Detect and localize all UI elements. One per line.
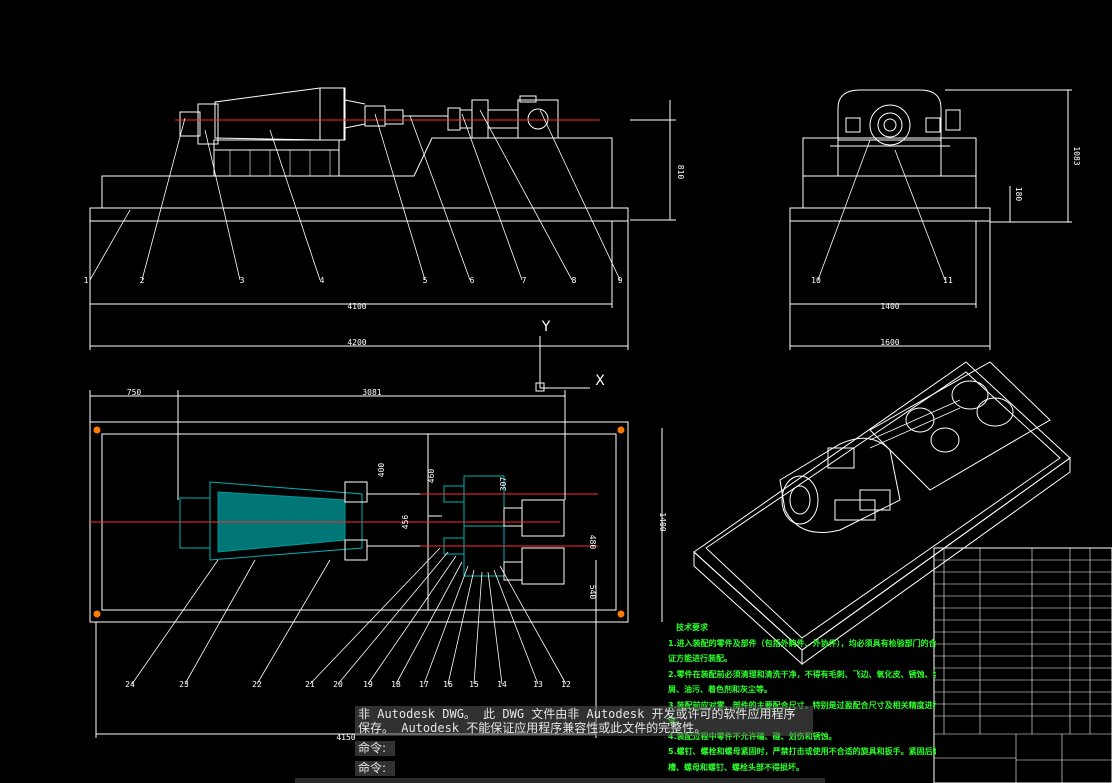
part-label-9: 9 [618,276,623,285]
dim-side-width: 1400 [880,302,899,311]
dim-top-left: 750 [127,388,142,397]
part-label-3: 3 [240,276,245,285]
part-label-19: 19 [363,680,373,689]
tech-requirements: 技术要求 1.进入装配的零件及部件（包括外购件、外协件），均必须具有检验部门的合… [668,620,936,775]
part-label-2: 2 [140,276,145,285]
tech-note-line: 3.装配前应对零、部件的主要配合尺寸，特别是过盈配合尺寸及相关精度进行复 [668,700,936,710]
front-view [89,87,676,350]
front-frame [101,137,613,208]
part-label-12: 12 [561,680,571,689]
part-label-6: 6 [470,276,475,285]
dim-top-c: 307 [499,477,508,492]
part-label-7: 7 [522,276,527,285]
notice-line-2: 保存。 Autodesk 不能保证应用程序兼容性或此文件的完整性。 [358,721,707,735]
part-label-18: 18 [391,680,401,689]
dim-top-f: 540 [588,585,597,600]
ucs-icon [535,336,590,392]
dim-top-bottom: 4150 [336,733,355,742]
part-label-10: 10 [811,276,821,285]
dim-top-d: 456 [401,515,410,530]
dim-side-overall: 1600 [880,338,899,347]
title-block [933,547,1112,783]
isometric-view [693,361,1071,666]
ucs-y-label: Y [541,319,551,335]
dim-top-e: 480 [588,535,597,550]
tech-note-line: 证方能进行装配。 [668,654,732,663]
top-view [89,390,663,738]
tech-note-line: 1.进入装配的零件及部件（包括外购件、外协件），均必须具有检验部门的合格 [668,638,936,648]
tech-note-line: 槽、螺母和螺钉、螺栓头部不得损坏。 [668,762,804,772]
dim-side-base: 180 [1014,187,1023,202]
dim-top-a: 400 [377,463,386,478]
part-label-1: 1 [84,276,89,285]
part-label-17: 17 [419,680,429,689]
dim-top-b: 460 [427,469,436,484]
tech-note-line: 5.螺钉、螺栓和螺母紧固时，严禁打击或使用不合适的旋具和扳手。紧固后螺钉 [668,747,936,756]
dim-top-width: 1400 [658,512,667,531]
part-label-13: 13 [533,680,543,689]
tech-requirements-title: 技术要求 [676,623,708,632]
dim-front-overall: 4200 [347,338,366,347]
part-label-16: 16 [443,680,453,689]
part-label-14: 14 [497,680,507,689]
part-label-5: 5 [423,276,428,285]
dim-side-height: 1083 [1072,146,1081,165]
part-label-23: 23 [179,680,189,689]
notice-line-1: 非 Autodesk DWG。 此 DWG 文件由非 Autodesk 开发或许… [358,707,796,721]
command-prompt-1: 命令: [355,741,395,756]
part-label-22: 22 [252,680,262,689]
dim-front-height: 810 [676,165,685,180]
front-base-plate [89,207,629,222]
command-prompt-2[interactable]: 命令: [355,761,395,776]
dim-top-span: 3081 [362,388,381,397]
part-label-20: 20 [333,680,343,689]
dim-front-length: 4100 [347,302,366,311]
command-history-notice: 非 Autodesk DWG。 此 DWG 文件由非 Autodesk 开发或许… [355,706,813,736]
part-label-21: 21 [305,680,315,689]
part-label-8: 8 [572,276,577,285]
part-label-24: 24 [125,680,135,689]
part-label-15: 15 [469,680,479,689]
part-label-11: 11 [943,276,953,285]
ucs-x-label: X [595,373,605,389]
part-label-4: 4 [320,276,325,285]
side-view [789,89,1072,350]
tech-note-line: 2.零件在装配前必须清理和清洗干净，不得有毛刺、飞边、氧化皮、锈蚀、切 [668,669,936,679]
tech-note-line: 屑、油污、着色剂和灰尘等。 [668,685,772,694]
command-input-bar[interactable] [295,778,825,783]
tech-note-line: 4.装配过程中零件不允许磕、碰、划伤和锈蚀。 [668,731,837,741]
